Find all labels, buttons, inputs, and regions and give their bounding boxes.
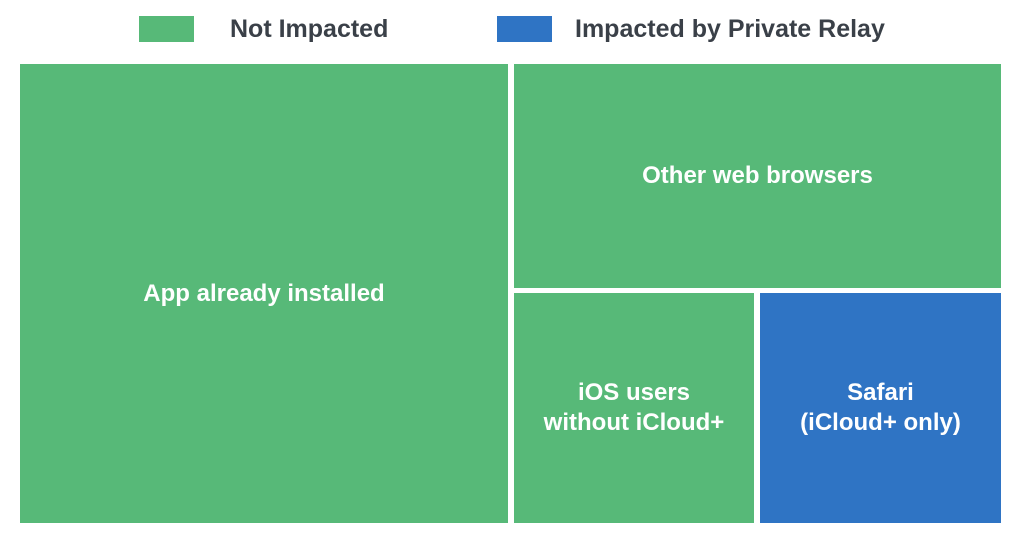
tile-label-ios-users-without-icloud: iOS users without iCloud+ xyxy=(543,379,725,436)
legend-label-impacted: Impacted by Private Relay xyxy=(575,15,885,43)
legend-label-not-impacted: Not Impacted xyxy=(230,15,389,43)
treemap-tile-safari-icloud-only: Safari (iCloud+ only) xyxy=(760,293,1001,523)
chart-legend: Not Impacted Impacted by Private Relay xyxy=(0,0,1024,60)
tile-label-safari-icloud-only: Safari (iCloud+ only) xyxy=(800,379,961,436)
treemap-tile-ios-users-without-icloud: iOS users without iCloud+ xyxy=(514,293,754,523)
legend-swatch-not-impacted xyxy=(139,16,194,42)
tile-label-other-web-browsers: Other web browsers xyxy=(642,162,873,189)
treemap-tile-other-web-browsers: Other web browsers xyxy=(514,64,1001,288)
tile-label-app-already-installed: App already installed xyxy=(143,279,385,307)
treemap-tile-app-already-installed: App already installed xyxy=(20,64,508,523)
legend-swatch-impacted xyxy=(497,16,552,42)
